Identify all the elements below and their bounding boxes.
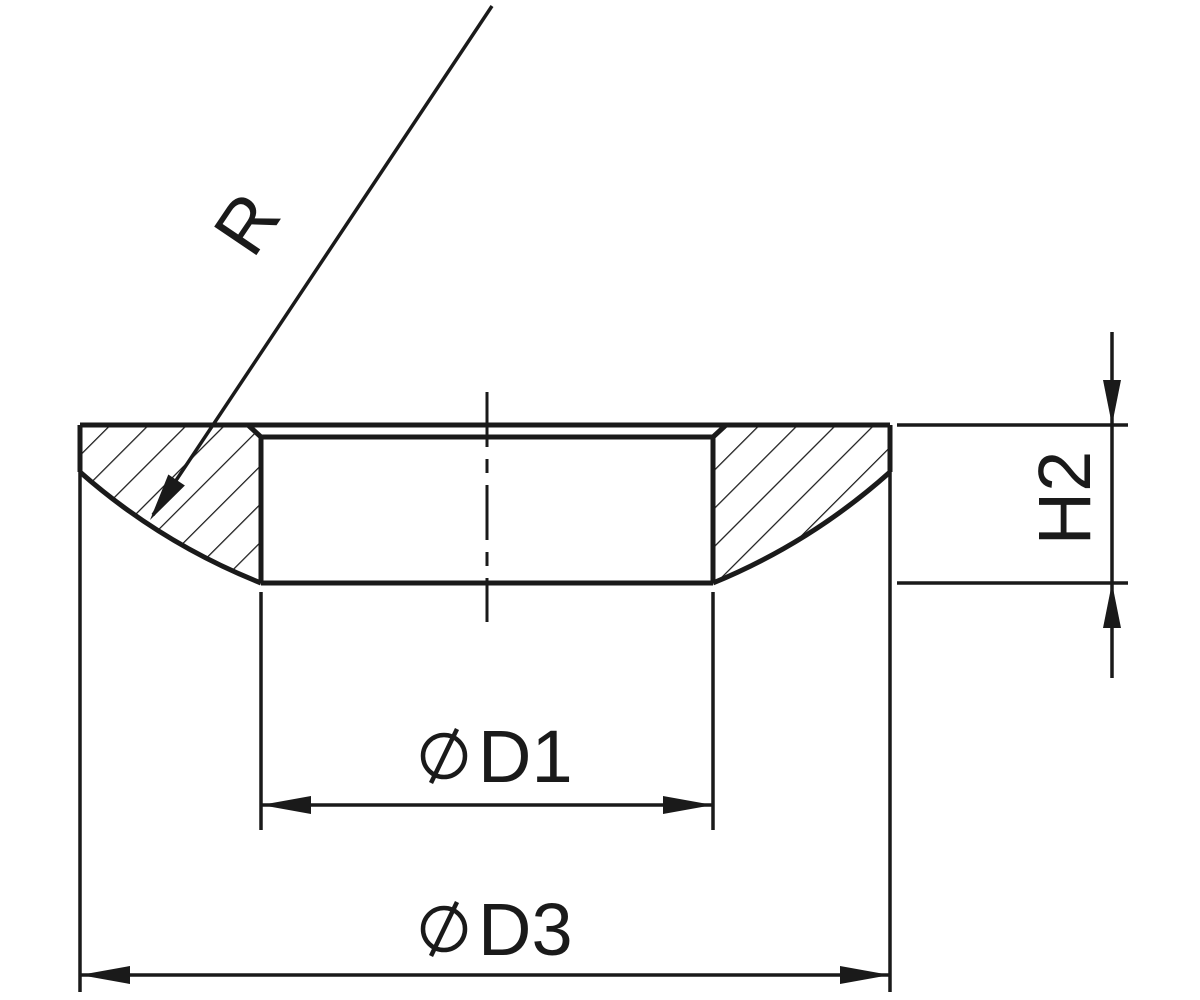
- radius-arrowhead-icon: [150, 474, 185, 520]
- d1-label: D1: [478, 715, 573, 798]
- d1-arrowhead-left-icon: [261, 796, 311, 814]
- d1-arrowhead-right-icon: [663, 796, 713, 814]
- radius-label: R: [198, 178, 297, 269]
- d3-label: D3: [478, 888, 573, 971]
- d1-dimension: D1: [259, 592, 715, 830]
- spherical-surface-right: [712, 470, 892, 586]
- h2-label: H2: [1023, 451, 1106, 546]
- d3-arrowhead-right-icon: [840, 966, 890, 984]
- section-hatching: [80, 425, 890, 583]
- diameter-symbol-icon: [420, 728, 468, 784]
- spherical-surface-left: [78, 470, 262, 586]
- h2-arrowhead-bottom-icon: [1103, 583, 1121, 628]
- d3-dimension: D3: [78, 472, 892, 992]
- right-chamfer-edge: [711, 423, 728, 439]
- left-chamfer-edge: [246, 423, 263, 439]
- radius-leader-line: [151, 5, 494, 516]
- h2-dimension: H2: [897, 332, 1128, 678]
- hatch-area-right: [713, 425, 890, 583]
- diameter-symbol-icon: [420, 901, 468, 957]
- hatch-area-left: [80, 425, 261, 583]
- radius-leader: R: [150, 5, 494, 520]
- h2-arrowhead-top-icon: [1103, 380, 1121, 425]
- d3-arrowhead-left-icon: [80, 966, 130, 984]
